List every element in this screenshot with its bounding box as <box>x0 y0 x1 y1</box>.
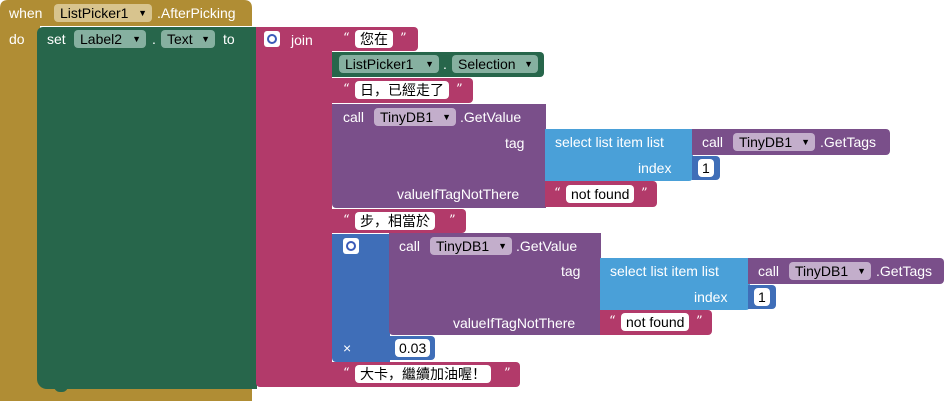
quote-close: ” <box>641 186 648 201</box>
component-dropdown-tinydb1[interactable]: TinyDB1 ▼ <box>374 108 456 126</box>
tag-label: tag <box>505 135 525 151</box>
method-label: .GetTags <box>820 134 877 150</box>
gear-icon[interactable] <box>264 31 280 47</box>
text-value-notfound[interactable]: not found <box>566 185 635 203</box>
chevron-down-icon: ▼ <box>801 137 810 147</box>
when-label: when <box>9 5 43 21</box>
gear-icon[interactable] <box>343 238 359 254</box>
select-list-item-block-2[interactable]: select list item list index <box>600 258 750 310</box>
valueiftagnotthere-label: valueIfTagNotThere <box>397 186 520 202</box>
quote-open: “ <box>343 366 350 381</box>
to-label: to <box>223 31 235 47</box>
tinydb-gettags-block-2[interactable]: call TinyDB1 ▼ .GetTags <box>748 258 944 284</box>
text-value-2[interactable]: 日，已經走了 <box>355 81 449 99</box>
chevron-down-icon: ▼ <box>201 34 210 44</box>
number-value[interactable]: 0.03 <box>395 339 431 357</box>
component-dropdown-label: Label2 <box>80 31 123 47</box>
quote-open: “ <box>343 82 350 97</box>
call-label: call <box>702 134 724 150</box>
tinydb-getvalue-block-1[interactable]: call TinyDB1 ▼ .GetValue tag valueIfTagN… <box>332 104 546 208</box>
listpicker-selection-getter[interactable]: ListPicker1 ▼ . Selection ▼ <box>332 52 544 77</box>
chevron-down-icon: ▼ <box>498 241 507 251</box>
component-dropdown-tinydb1[interactable]: TinyDB1 ▼ <box>733 133 815 151</box>
component-dropdown-label: ListPicker1 <box>60 5 129 21</box>
dot-label: . <box>443 56 447 72</box>
quote-close: ” <box>696 314 703 329</box>
set-label: set <box>47 31 66 47</box>
event-block-shape <box>0 0 252 401</box>
text-value-6[interactable]: 大卡，繼續加油喔！ <box>355 365 491 383</box>
join-label: join <box>291 32 313 48</box>
number-value[interactable]: 1 <box>698 159 714 177</box>
tinydb-gettags-block-1[interactable]: call TinyDB1 ▼ .GetTags <box>692 129 890 155</box>
chevron-down-icon: ▼ <box>425 59 434 69</box>
text-value-3[interactable]: 步，相當於 <box>355 212 435 230</box>
select-list-item-label: select list item list <box>610 263 719 279</box>
index-label: index <box>694 289 728 305</box>
component-dropdown-listpicker1[interactable]: ListPicker1 ▼ <box>339 55 439 73</box>
chevron-down-icon: ▼ <box>132 34 141 44</box>
property-dropdown-label: Selection <box>458 56 516 72</box>
component-dropdown-label: TinyDB1 <box>795 263 849 279</box>
method-label: .GetValue <box>460 109 522 125</box>
call-label: call <box>399 238 421 254</box>
multiply-operator: × <box>343 340 352 356</box>
text-block-notfound-2[interactable]: “ not found ” <box>600 310 712 335</box>
number-value[interactable]: 1 <box>754 288 770 306</box>
quote-open: “ <box>609 314 616 329</box>
do-label: do <box>9 31 25 47</box>
quote-open: “ <box>343 213 350 228</box>
event-name-label: .AfterPicking <box>157 5 236 21</box>
text-block-1[interactable]: “ 您在 ” <box>332 27 418 51</box>
dot-label: . <box>152 31 156 47</box>
method-label: .GetValue <box>516 238 578 254</box>
chevron-down-icon: ▼ <box>138 8 147 18</box>
quote-close: ” <box>400 31 407 46</box>
text-value-1[interactable]: 您在 <box>355 30 393 48</box>
component-dropdown-label: ListPicker1 <box>345 56 414 72</box>
select-list-item-block-1[interactable]: select list item list index <box>545 129 693 181</box>
component-dropdown-label: TinyDB1 <box>380 109 434 125</box>
set-block-notch <box>54 386 68 392</box>
text-block-6[interactable]: “ 大卡，繼續加油喔！ ” <box>332 362 520 387</box>
quote-close: ” <box>504 366 511 381</box>
component-dropdown-tinydb1[interactable]: TinyDB1 ▼ <box>789 262 871 280</box>
valueiftagnotthere-label: valueIfTagNotThere <box>453 315 576 331</box>
tag-label: tag <box>561 263 581 279</box>
property-dropdown-selection[interactable]: Selection ▼ <box>452 55 538 73</box>
property-dropdown-text[interactable]: Text ▼ <box>161 30 215 48</box>
set-label2-text-block[interactable]: set Label2 ▼ . Text ▼ to <box>37 27 257 389</box>
call-label: call <box>343 109 365 125</box>
component-dropdown-tinydb1[interactable]: TinyDB1 ▼ <box>430 237 512 255</box>
quote-open: “ <box>554 186 561 201</box>
chevron-down-icon: ▼ <box>857 266 866 276</box>
tinydb-getvalue-block-2[interactable]: call TinyDB1 ▼ .GetValue tag valueIfTagN… <box>389 233 601 335</box>
index-label: index <box>638 160 672 176</box>
quote-close: ” <box>456 82 463 97</box>
math-multiply-block[interactable]: × <box>332 234 390 362</box>
event-block-afterpicking[interactable]: when ListPicker1 ▼ .AfterPicking do <box>0 0 252 401</box>
number-block-index-2[interactable]: 1 <box>748 285 776 309</box>
property-dropdown-label: Text <box>167 31 193 47</box>
chevron-down-icon: ▼ <box>442 112 451 122</box>
component-dropdown-label2[interactable]: Label2 ▼ <box>74 30 146 48</box>
text-block-notfound-1[interactable]: “ not found ” <box>545 181 657 207</box>
component-dropdown-label: TinyDB1 <box>739 134 793 150</box>
quote-open: “ <box>343 31 350 46</box>
call-label: call <box>758 263 780 279</box>
number-block-0-03[interactable]: 0.03 <box>389 336 435 360</box>
component-dropdown-label: TinyDB1 <box>436 238 490 254</box>
chevron-down-icon: ▼ <box>524 59 533 69</box>
component-dropdown-listpicker1[interactable]: ListPicker1 ▼ <box>54 4 152 22</box>
quote-close: ” <box>449 213 456 228</box>
method-label: .GetTags <box>876 263 933 279</box>
text-block-3[interactable]: “ 步，相當於 ” <box>332 209 466 233</box>
text-value-notfound[interactable]: not found <box>621 313 690 331</box>
number-block-index-1[interactable]: 1 <box>692 156 720 180</box>
join-block[interactable]: join <box>256 27 332 387</box>
text-block-2[interactable]: “ 日，已經走了 ” <box>332 78 473 103</box>
select-list-item-label: select list item list <box>555 134 664 150</box>
